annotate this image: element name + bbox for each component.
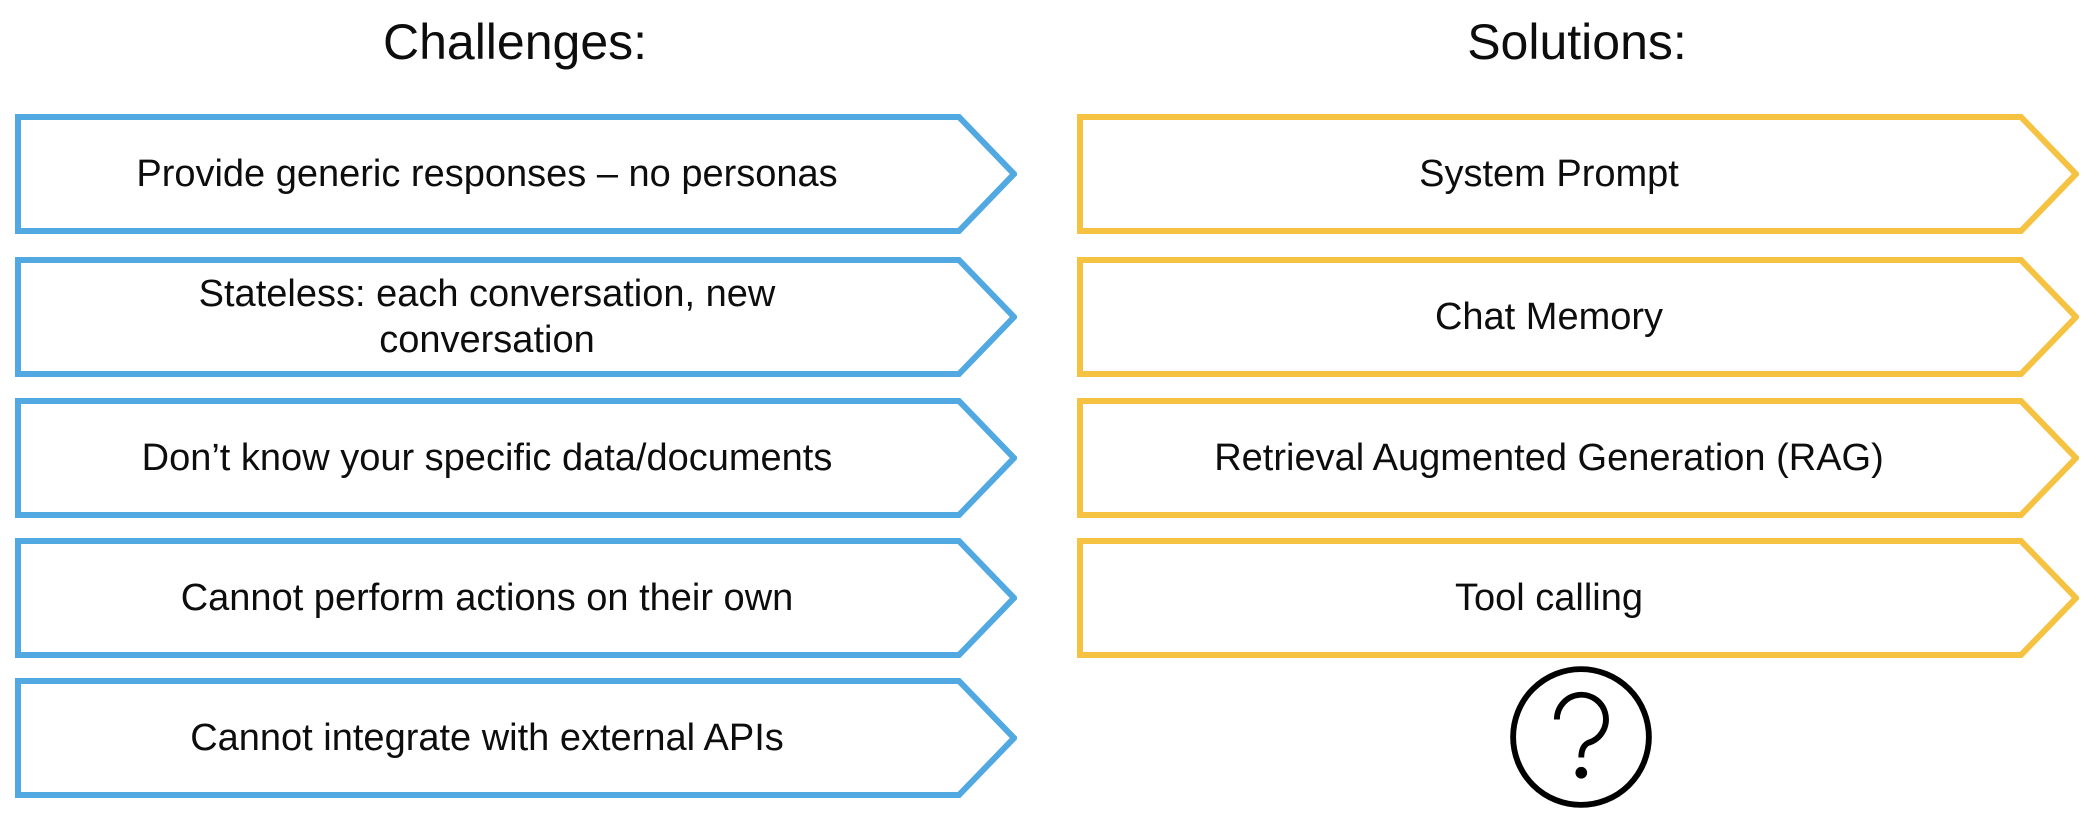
solution-label-2: Chat Memory [1434,295,1664,338]
solution-box-4: Tool calling [1077,538,2079,658]
challenge-box-1: Provide generic responses – no personas [15,114,1017,234]
chevron-arrow-shape [1077,114,2079,234]
chevron-arrow-shape [15,398,1017,518]
solution-box-3: Retrieval Augmented Generation (RAG) [1077,398,2079,518]
chevron-outline [1077,538,2079,658]
chevron-arrow-shape [1077,257,2079,377]
challenge-label-4: Cannot perform actions on their own [180,576,794,619]
challenge-box-2: Stateless: each conversation, new conver… [15,257,1017,377]
challenge-label-3: Don’t know your specific data/documents [141,436,833,479]
challenge-box-5: Cannot integrate with external APIs [15,678,1017,798]
chevron-outline [1077,398,2079,518]
solution-box-2: Chat Memory [1077,257,2079,377]
solution-label-3: Retrieval Augmented Generation (RAG) [1214,436,1884,479]
challenge-label-1: Provide generic responses – no personas [136,152,838,195]
question-mark-glyph [1553,691,1609,758]
chevron-outline [15,257,1017,377]
chevron-arrow-shape [15,257,1017,377]
chevron-outline [1077,114,2079,234]
challenge-label-2: Stateless: each conversation, new conver… [198,272,776,361]
circle-outline [1510,666,1652,808]
question-mark-dot [1575,766,1588,779]
chevron-arrow-shape [15,538,1017,658]
chevron-arrow-shape [1077,538,2079,658]
question-mark-circle-icon [1508,664,1654,810]
chevron-outline [15,538,1017,658]
challenges-column-title: Challenges: [382,14,648,70]
solution-box-1: System Prompt [1077,114,2079,234]
challenge-label-5: Cannot integrate with external APIs [190,716,784,759]
chevron-outline [15,678,1017,798]
chevron-arrow-shape [1077,398,2079,518]
chevron-arrow-shape [15,678,1017,798]
solutions-column-title: Solutions: [1467,14,1687,70]
chevron-outline [1077,257,2079,377]
challenge-box-4: Cannot perform actions on their own [15,538,1017,658]
chevron-outline [15,398,1017,518]
chevron-outline [15,114,1017,234]
solution-label-4: Tool calling [1455,576,1643,619]
challenge-box-3: Don’t know your specific data/documents [15,398,1017,518]
chevron-arrow-shape [15,114,1017,234]
solution-label-1: System Prompt [1419,152,1679,195]
